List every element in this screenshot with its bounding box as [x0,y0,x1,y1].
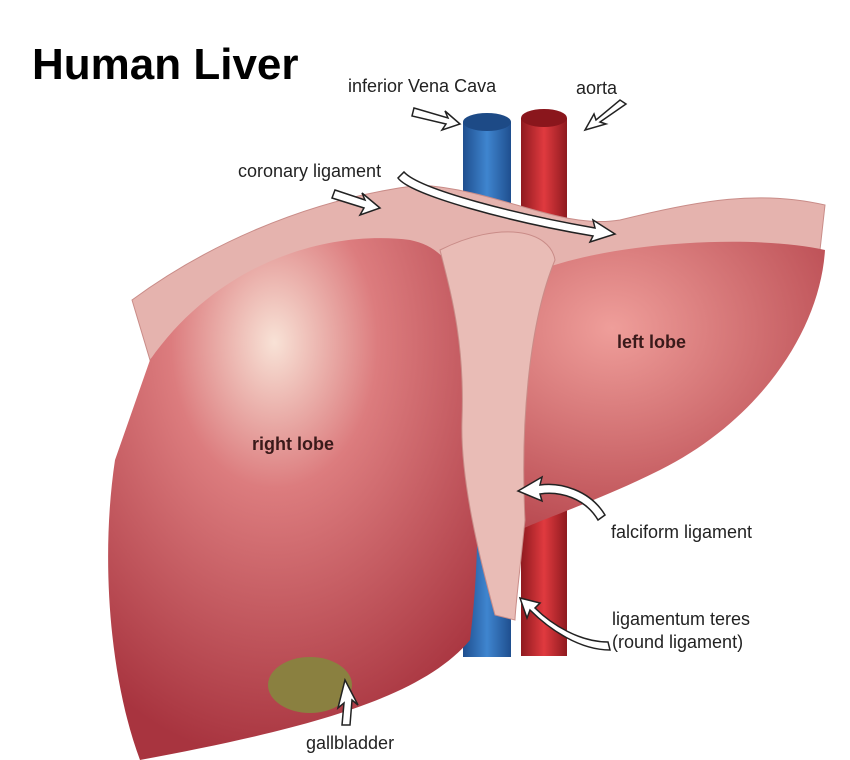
arrow-aorta [583,99,628,132]
falciform-ligament-shape [439,231,556,621]
label-ligamentum-teres: ligamentum teres [612,609,751,629]
pointer-arrows [331,99,628,726]
right-lobe [108,238,478,760]
arrow-ivc [411,107,462,132]
arrow-falciform [516,475,606,522]
label-aorta: aorta [576,78,618,98]
arrow-coronary-long [397,170,617,244]
label-coronary-ligament: coronary ligament [238,161,382,181]
label-right-lobe: right lobe [252,434,334,454]
gallbladder-shape [268,657,352,713]
left-lobe [470,241,825,530]
label-gallbladder: gallbladder [306,733,395,753]
label-inferior-vena-cava: inferior Vena Cava [348,76,497,96]
page-title: Human Liver [32,40,299,89]
label-round-ligament: (round ligament) [612,632,744,652]
arrow-coronary [331,189,382,217]
arrow-teres [518,596,611,651]
arrow-gallbladder [336,677,359,726]
label-falciform-ligament: falciform ligament [611,522,753,542]
label-left-lobe: left lobe [617,332,687,352]
